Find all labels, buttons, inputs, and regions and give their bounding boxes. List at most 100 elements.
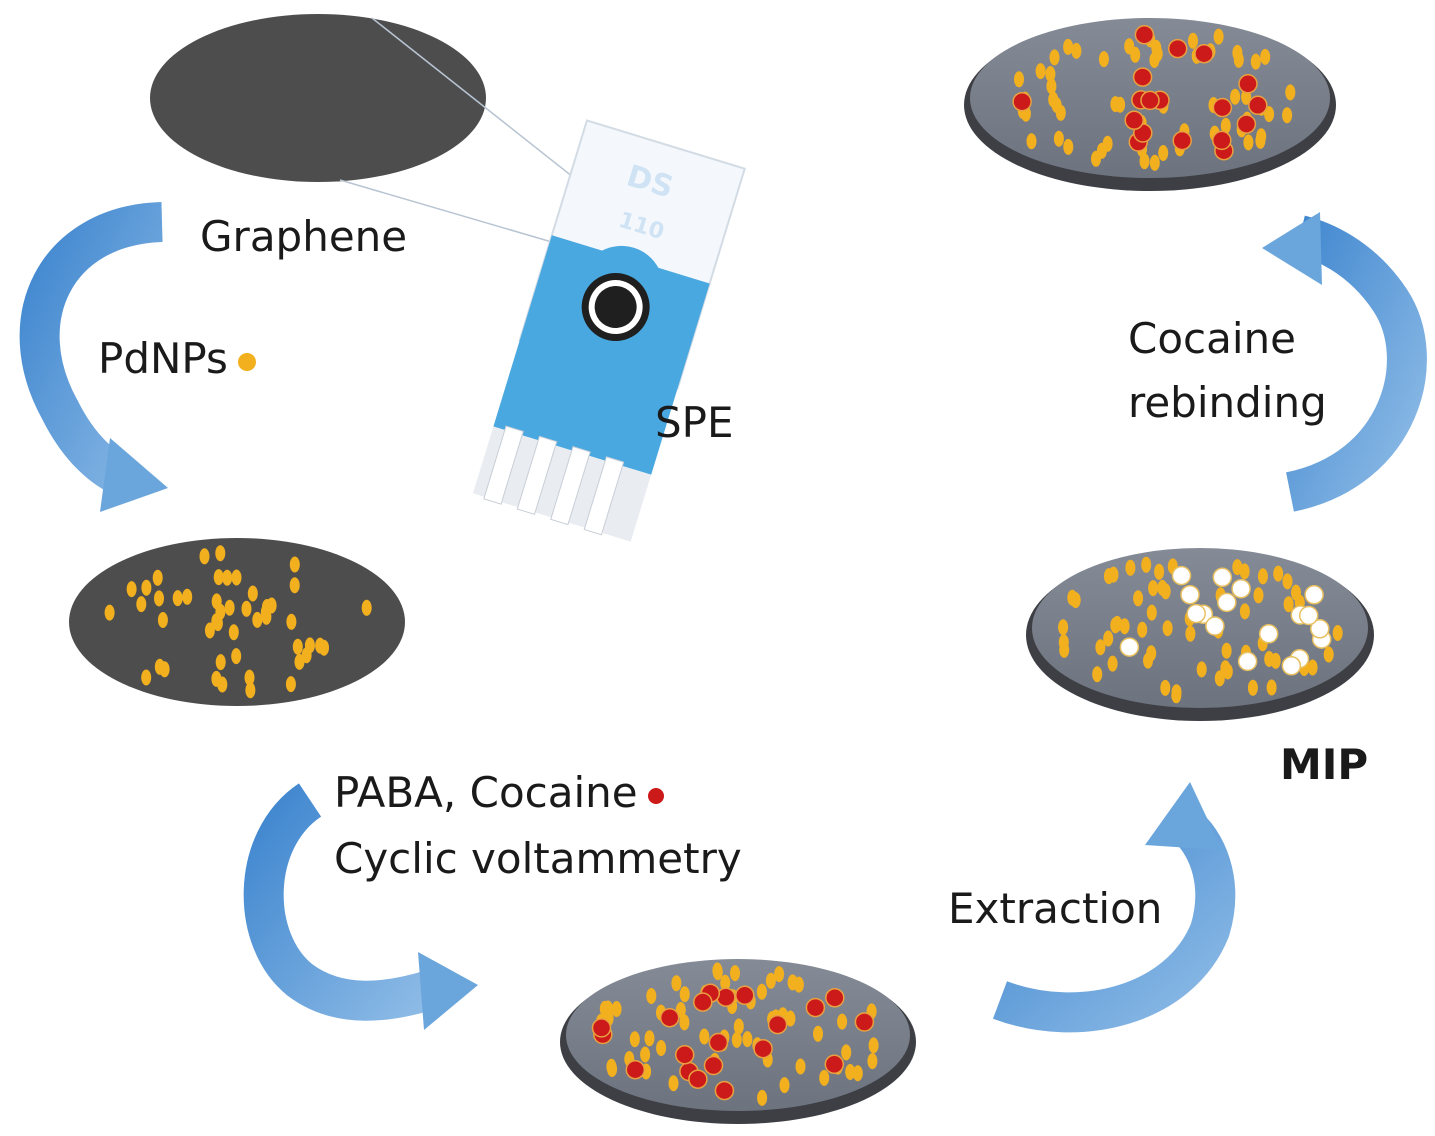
pdnp-particle [1239,563,1250,580]
pdnp-particle [182,588,193,605]
pdnp-particle [656,1040,667,1056]
pdnp-particle [1220,117,1231,134]
mip-label: MIP [1280,740,1369,789]
pdnp-particle [1096,142,1107,159]
pdnp-particle [154,658,165,675]
pdnp-particle [733,1018,744,1035]
cocaine-molecule [1012,91,1032,112]
pdnp-particle [785,1010,796,1027]
polymer-cocaine-disc [560,959,916,1124]
pdnp-particle [756,983,767,1000]
pdnp-particle [126,581,137,598]
pdnp-particle [1026,133,1037,150]
pdnp-particle [241,600,252,617]
pdnp-particle [795,1058,806,1075]
cocaine-molecule [1248,95,1268,116]
mip-cavity-disc [1026,548,1374,721]
pdnp-particle [1273,565,1284,582]
pdnp-particle [1213,28,1224,45]
cocaine-molecule [693,992,713,1012]
pdnp-particle [852,1065,863,1082]
pdnp-particle [1107,655,1118,672]
pdnp-particle [231,648,242,665]
imprinted-cavity [1186,603,1206,624]
pdnp-particle [204,622,215,639]
imprinted-cavity [1281,656,1302,676]
cocaine-molecule [1238,74,1258,94]
pdnp-particle [1282,107,1293,124]
cocaine-molecule [824,1054,845,1075]
pdnp-particle [1108,566,1119,583]
pdnp-particle [1332,625,1343,641]
pdnp-particle [1053,130,1064,147]
pdnp-particle [720,974,731,991]
pdnp-particle [215,654,226,671]
pdnp-particle [1160,679,1171,696]
pdnp-particle [1285,84,1296,101]
pdnp-particle [837,1013,848,1030]
pdnp-particle [1130,46,1141,63]
pdnp-particle [1196,661,1207,678]
pdnp-particle [774,966,785,983]
cocaine-molecule [767,1014,788,1035]
imprinted-cavity [1258,624,1279,644]
pdnp-particle [1148,580,1159,597]
pdnp-particle [315,637,326,654]
pdnp-particle [1253,587,1264,604]
cocaine-molecule [1172,130,1192,151]
pdnp-particle [217,676,228,693]
pdnp-particle [699,1028,710,1045]
pdnp-particle [1046,78,1057,95]
pdnp-particle [211,593,222,610]
pdnp-particle [819,1069,830,1086]
pdnp-particle [679,1014,690,1031]
cocaine-molecule [625,1059,646,1080]
imprinted-cavity [1171,565,1192,586]
imprinted-cavity [1310,619,1330,639]
pdnp-particle [1185,625,1196,642]
pdnp-particle [599,1000,610,1017]
pdnp-particle [157,612,168,628]
pdnp-particle [1266,679,1277,696]
screen-printed-electrode-icon: DS 110 [472,119,746,542]
pdnp-particle [1110,617,1121,634]
pdnp-particle [742,1031,753,1048]
pdnp-particle [1160,583,1171,600]
pdnp-particle [292,638,303,655]
mip-rebound-disc [964,18,1336,191]
spe-label: SPE [655,398,734,447]
pdnp-particle [154,590,164,607]
pdnp-particle [1270,652,1281,669]
pdnp-particle [1063,38,1074,55]
pdnp-particle [1232,44,1243,61]
cocaine-molecule [1194,43,1214,64]
imprinted-cavity [1298,605,1319,626]
pdnp-particle [1260,48,1271,65]
cocaine-molecule [1212,130,1232,151]
cocaine-molecule [1132,67,1153,87]
cocaine-molecule [688,1069,708,1089]
pdnp-particle [1139,153,1150,170]
pdnp-particle [361,599,372,616]
cocaine-molecule [1212,97,1233,118]
pdnp-particle [304,637,315,654]
pdnp-particle [1158,145,1169,161]
curved-arrow-icon [992,782,1236,1033]
pdnp-particle [244,669,255,686]
pdnp-particle [1045,66,1056,82]
pdnp-particle [1119,618,1130,635]
pdnp-particle [845,1064,856,1080]
pdnp-particle [606,1058,617,1075]
pdnp-particle [289,556,300,573]
paba-cocaine-label: PABA, Cocaine [334,768,638,817]
pdnp-particle [285,676,296,693]
pdnp-particle [261,608,272,625]
pdnp-particle [222,569,233,586]
pdnp-particle [730,965,740,982]
pdnp-particle [245,682,256,699]
pdnp-particle [731,1031,742,1048]
pdnp-particle [1283,596,1294,613]
pdnp-particle [1133,590,1144,607]
